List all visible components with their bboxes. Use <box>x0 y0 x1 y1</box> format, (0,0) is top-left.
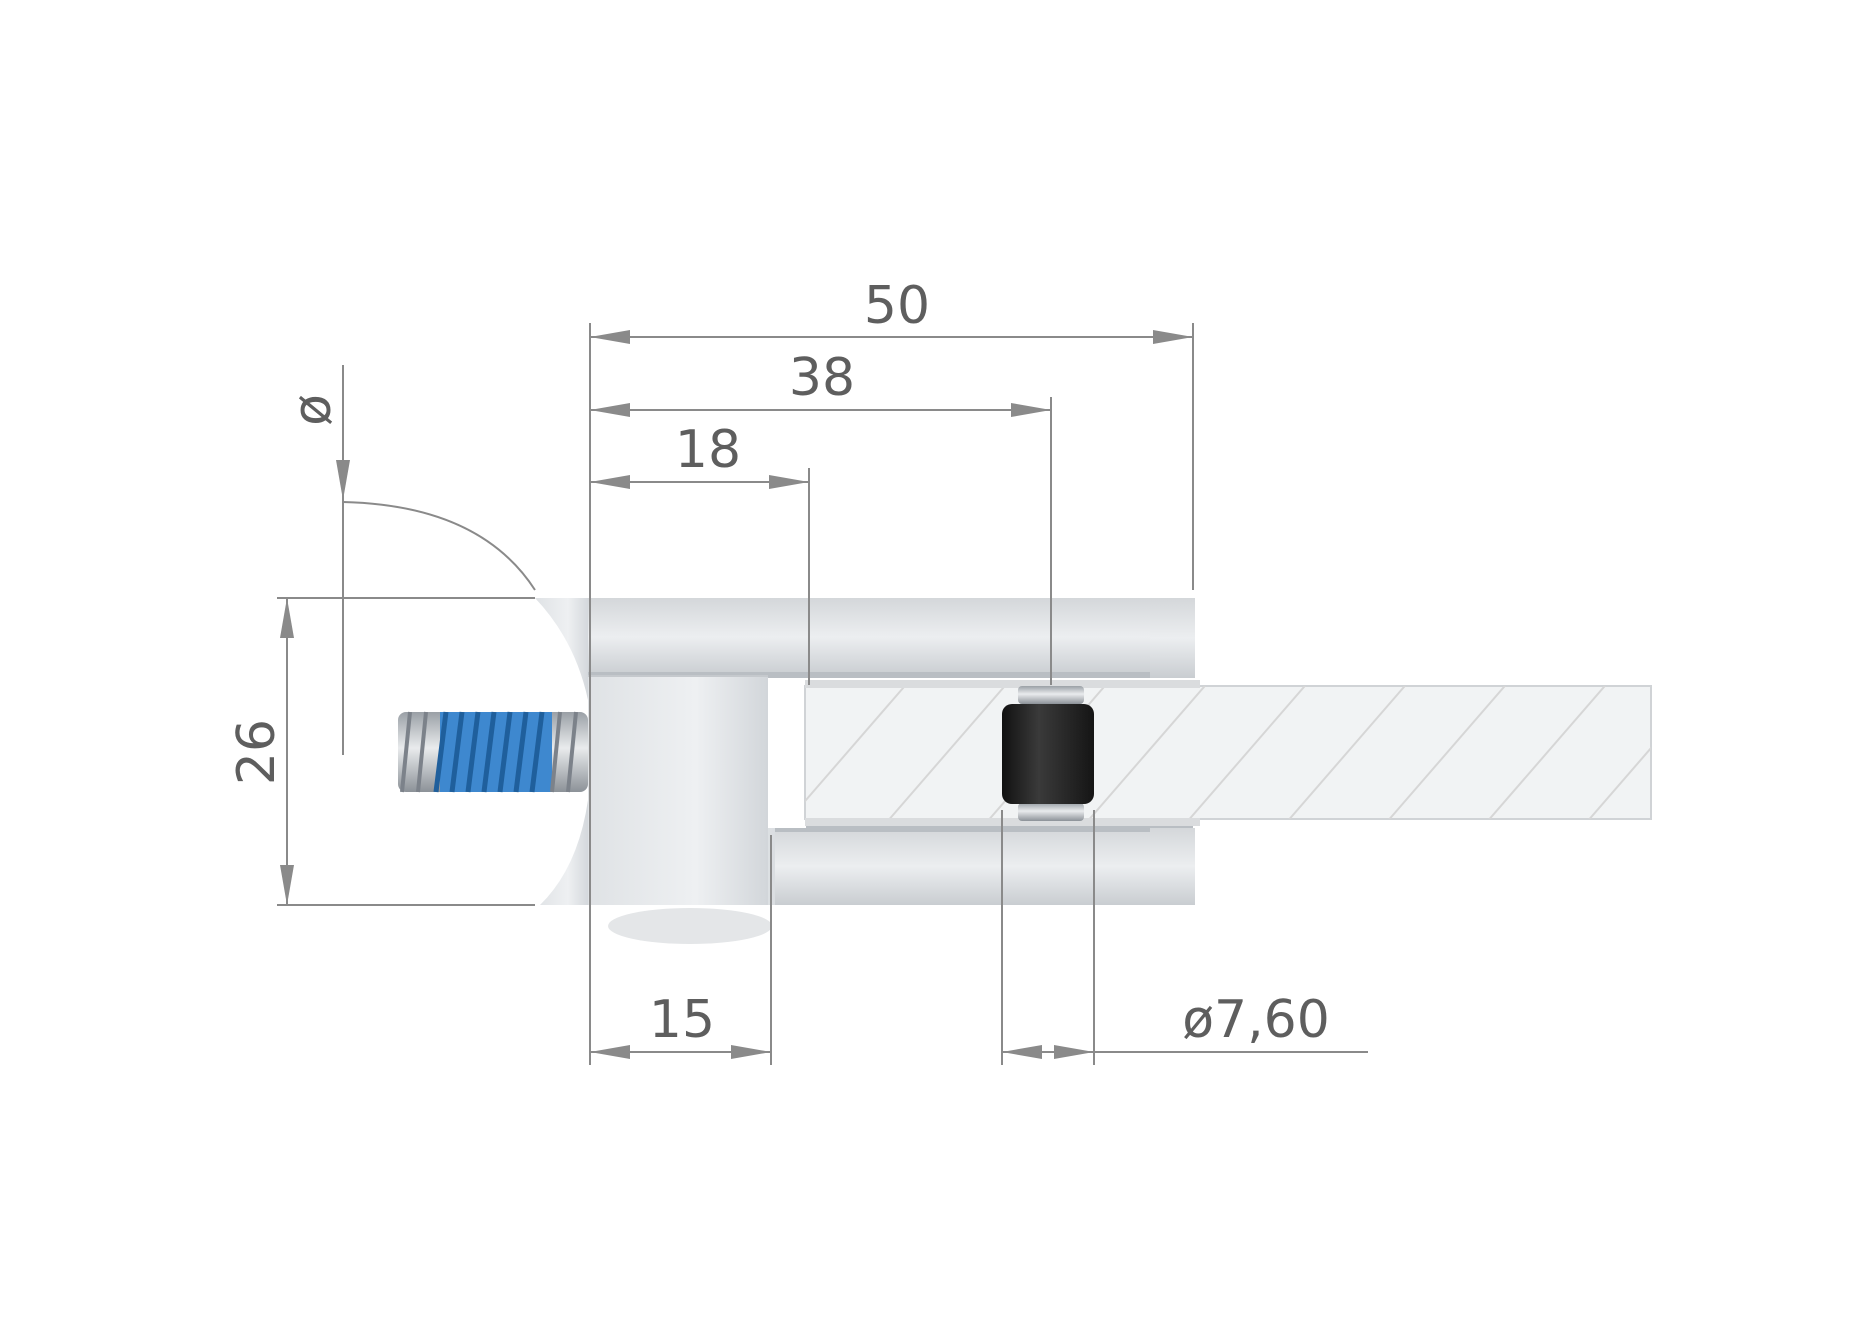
dim-label-38: 38 <box>789 348 855 408</box>
dim-label-diameter: ø <box>283 394 343 426</box>
dim-label-26: 26 <box>227 719 287 785</box>
safety-pin <box>1002 686 1094 821</box>
rubber-insert <box>1002 704 1094 804</box>
thread-lock-coating <box>433 711 552 793</box>
clamp-bottom-jaw <box>775 828 1193 905</box>
dimensions: 50 38 18 26 ø 15 ø7,60 <box>227 276 1368 1065</box>
threaded-stud <box>398 711 588 793</box>
clamp-top-jaw <box>588 598 1193 676</box>
base-disc-shadow <box>608 908 772 944</box>
dim-label-50: 50 <box>864 276 930 336</box>
dim-label-15: 15 <box>649 990 715 1050</box>
clamp-slot <box>768 678 806 828</box>
dim-label-18: 18 <box>675 420 741 480</box>
clamp-back-curve <box>535 598 590 905</box>
dim-label-pin-diameter: ø7,60 <box>1182 990 1330 1050</box>
glass-panel <box>804 680 1652 826</box>
clamp-part <box>535 598 1195 944</box>
